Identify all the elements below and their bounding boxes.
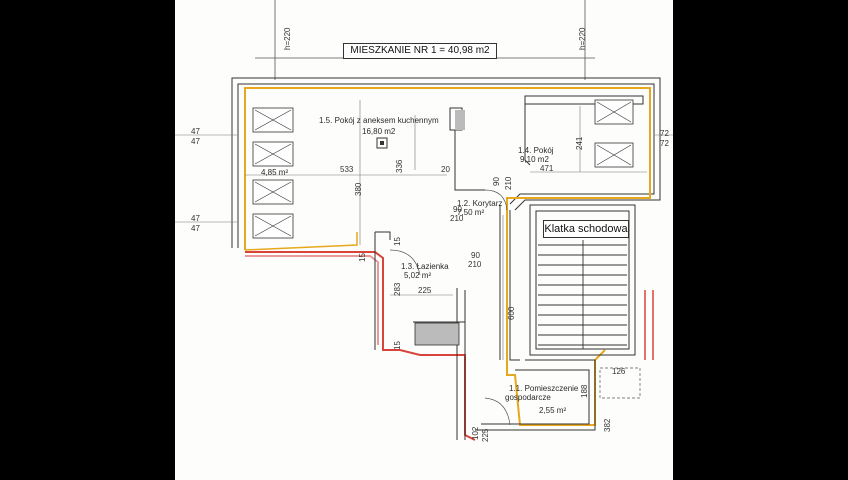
dim-47-a: 47	[191, 127, 200, 136]
dim-47-b: 47	[191, 137, 200, 146]
dim-283: 283	[393, 282, 402, 296]
dim-225-a: 225	[418, 286, 432, 295]
dim-90-b: 90	[453, 205, 462, 214]
room-utility-name-1: 1.1. Pomieszczenie	[509, 384, 579, 393]
dim-72-a: 72	[660, 129, 669, 138]
dim-210-a: 210	[504, 176, 513, 190]
window-marks-left	[252, 107, 294, 239]
window-diagonals-left	[254, 109, 292, 237]
room-living-name: 1.5. Pokój z aneksem kuchennym	[319, 116, 439, 125]
outer-walls	[231, 77, 661, 248]
dim-600: 600	[507, 306, 516, 320]
room-room-name: 1.4. Pokój	[518, 146, 554, 155]
dim-90-c: 90	[471, 251, 480, 260]
wall-highlights	[245, 251, 476, 441]
dim-102: 102	[471, 426, 480, 440]
dim-382: 382	[603, 418, 612, 432]
staircase-steps	[538, 240, 627, 349]
apartment-title: MIESZKANIE NR 1 = 40,98 m2	[343, 43, 497, 59]
balcony-area: 4,85 m²	[261, 168, 289, 177]
dimension-lines	[175, 100, 673, 360]
dim-380: 380	[354, 182, 363, 196]
room-utility-area: 2,55 m²	[539, 406, 567, 415]
room-living-area: 16,80 m2	[362, 127, 396, 136]
room-bathroom-name: 1.3. Łazienka	[401, 262, 449, 271]
door-arcs	[389, 189, 511, 426]
room-room-area: 9,10 m2	[520, 155, 549, 164]
staircase-label: Klatka schodowa	[543, 220, 629, 238]
floor-plan-sheet: MIESZKANIE NR 1 = 40,98 m2 h=220 h=220 1…	[175, 0, 673, 480]
dim-15-b: 15	[358, 253, 367, 262]
dim-533: 533	[340, 165, 354, 174]
dim-210-b: 210	[450, 214, 464, 223]
floor-plan-drawing	[175, 0, 673, 441]
interior-walls	[374, 95, 644, 440]
dim-20: 20	[441, 165, 450, 174]
dim-47-d: 47	[191, 224, 200, 233]
height-guide-lines	[274, 0, 586, 80]
window-marks-right	[594, 99, 634, 168]
dim-72-b: 72	[660, 139, 669, 148]
dim-336: 336	[395, 159, 404, 173]
room-corridor-name: 1.2. Korytarz	[457, 199, 503, 208]
dim-241: 241	[575, 136, 584, 150]
dim-15-a: 15	[393, 237, 402, 246]
dim-471: 471	[540, 164, 554, 173]
dim-90-a: 90	[492, 177, 501, 186]
dim-210-c: 210	[468, 260, 482, 269]
dim-126: 126	[612, 367, 626, 376]
height-label-right: h=220	[578, 27, 587, 50]
room-utility-name-2: gospodarcze	[505, 393, 551, 402]
dim-47-c: 47	[191, 214, 200, 223]
dim-15-c: 15	[393, 341, 402, 350]
room-bathroom-area: 5,02 m²	[404, 271, 432, 280]
height-label-left: h=220	[283, 27, 292, 50]
room-corridor-area: 7,50 m²	[457, 208, 485, 217]
dim-225-b: 225	[481, 428, 490, 442]
dim-188: 188	[580, 384, 589, 398]
